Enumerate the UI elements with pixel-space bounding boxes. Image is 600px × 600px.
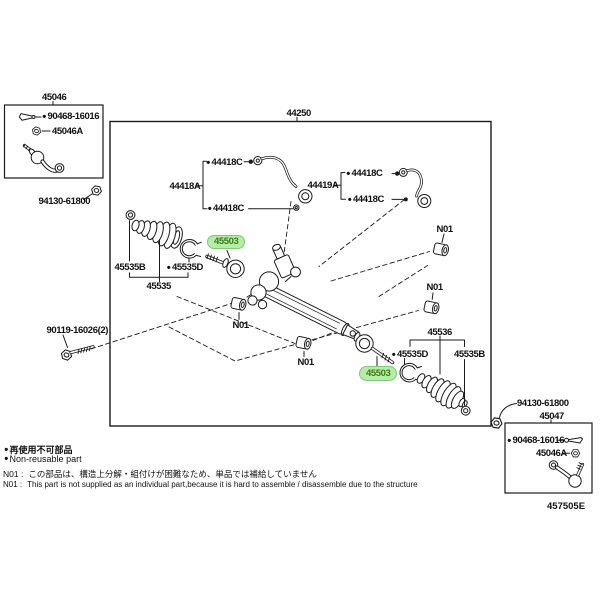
legend-nonreusable-jp: ● 再使用不可部品 [4,444,73,455]
tie-rod-end-art [548,460,585,488]
clip-icon [557,437,584,444]
tie-rod-end-art [22,143,65,173]
not-supplied-label: N01 [436,223,454,235]
hex-nut-icon [83,184,103,200]
part-label-clip: ● 90468-16016 [507,435,565,446]
part-label-boot-clamp-left: ● 45535D [166,261,204,273]
castle-nut-icon [562,449,581,458]
non-reusable-marker-icon: ● [347,194,353,204]
part-label-nut: 94130-61800 [517,397,569,409]
boot-left-art [124,208,202,282]
mount-bushing-icons [230,233,450,357]
band-ring-icon [124,208,137,222]
detail-box-title: 45046 [42,91,67,103]
boot-clamp-icon [179,239,202,263]
tie-rod-inner-left-art [205,250,245,278]
part-label-pipe-right: 44419A [307,179,339,191]
non-reusable-marker-icon: ● [206,157,211,167]
legend-note-en: N01 : This part is not supplied as an in… [3,479,418,489]
steering-rack-art [247,243,361,340]
part-label-boot-clamp-right: ● 45535D [391,348,429,360]
not-supplied-label: N01 [426,282,444,293]
not-supplied-label: N01 [297,356,315,368]
part-label-nut: 94130-61800 [38,195,91,207]
part-label-castle-nut: 45046A [536,447,567,459]
part-label-boot-right: 45536 [427,326,453,338]
top-left-box-art [3,101,104,200]
legend-nonreusable-en: ● Non-reusable part [4,453,82,464]
non-reusable-marker-icon: ● [4,453,9,463]
non-reusable-marker-icon: ● [166,262,172,272]
part-label-mount-bolt: 90119-16026(2) [46,324,109,336]
part-label-castle-nut: 45046A [52,126,83,138]
band-ring-icon [459,404,472,417]
tie-rod-inner-right-art [353,332,395,367]
highlighted-part-tie-rod-left[interactable]: 45503 [207,234,246,249]
part-label-pipe-left-bottom: ● 44418C [207,203,245,214]
part-label-boot-left: 45535 [146,281,172,292]
clip-icon [18,113,42,121]
mount-bolt-art [59,334,95,362]
pipe-left-art [196,155,313,211]
figure-code: 457505E [547,500,586,512]
pipe-right-art [333,167,432,208]
non-reusable-marker-icon: ● [4,444,9,454]
non-reusable-marker-icon: ● [391,349,397,359]
part-label-pipe-right-bottom: ● 44418C [347,193,385,205]
part-label-boot-band-left: 45535B [114,261,146,273]
gear-assembly-label: 44250 [286,107,312,119]
boot-right-art [399,335,472,417]
highlighted-part-tie-rod-right[interactable]: 45503 [359,366,398,381]
detail-box-title: 45047 [539,410,565,422]
non-reusable-marker-icon: ● [507,435,512,445]
part-label-pipe-right-top: ● 44418C [346,168,383,179]
hex-nut-icon [489,403,517,430]
legend-note-jp: N01 : この部品は、構造上分解・組付けが困難なため、単品では補給していません [3,468,317,479]
valve-body-art [272,243,296,279]
part-label-pipe-left: 44418A [169,180,201,192]
castle-nut-icon [30,125,51,137]
bottom-right-box-art [489,403,593,494]
main-frame [109,116,492,427]
part-label-boot-band-right: 45535B [454,348,485,360]
non-reusable-marker-icon: ● [42,111,47,121]
part-label-clip: ● 90468-16016 [42,111,100,123]
part-label-pipe-left-top: ● 44418C [206,156,243,168]
non-reusable-marker-icon: ● [346,168,351,178]
dashed-leader-lines [90,199,430,362]
non-reusable-marker-icon: ● [207,203,213,213]
not-supplied-label: N01 [232,319,250,331]
